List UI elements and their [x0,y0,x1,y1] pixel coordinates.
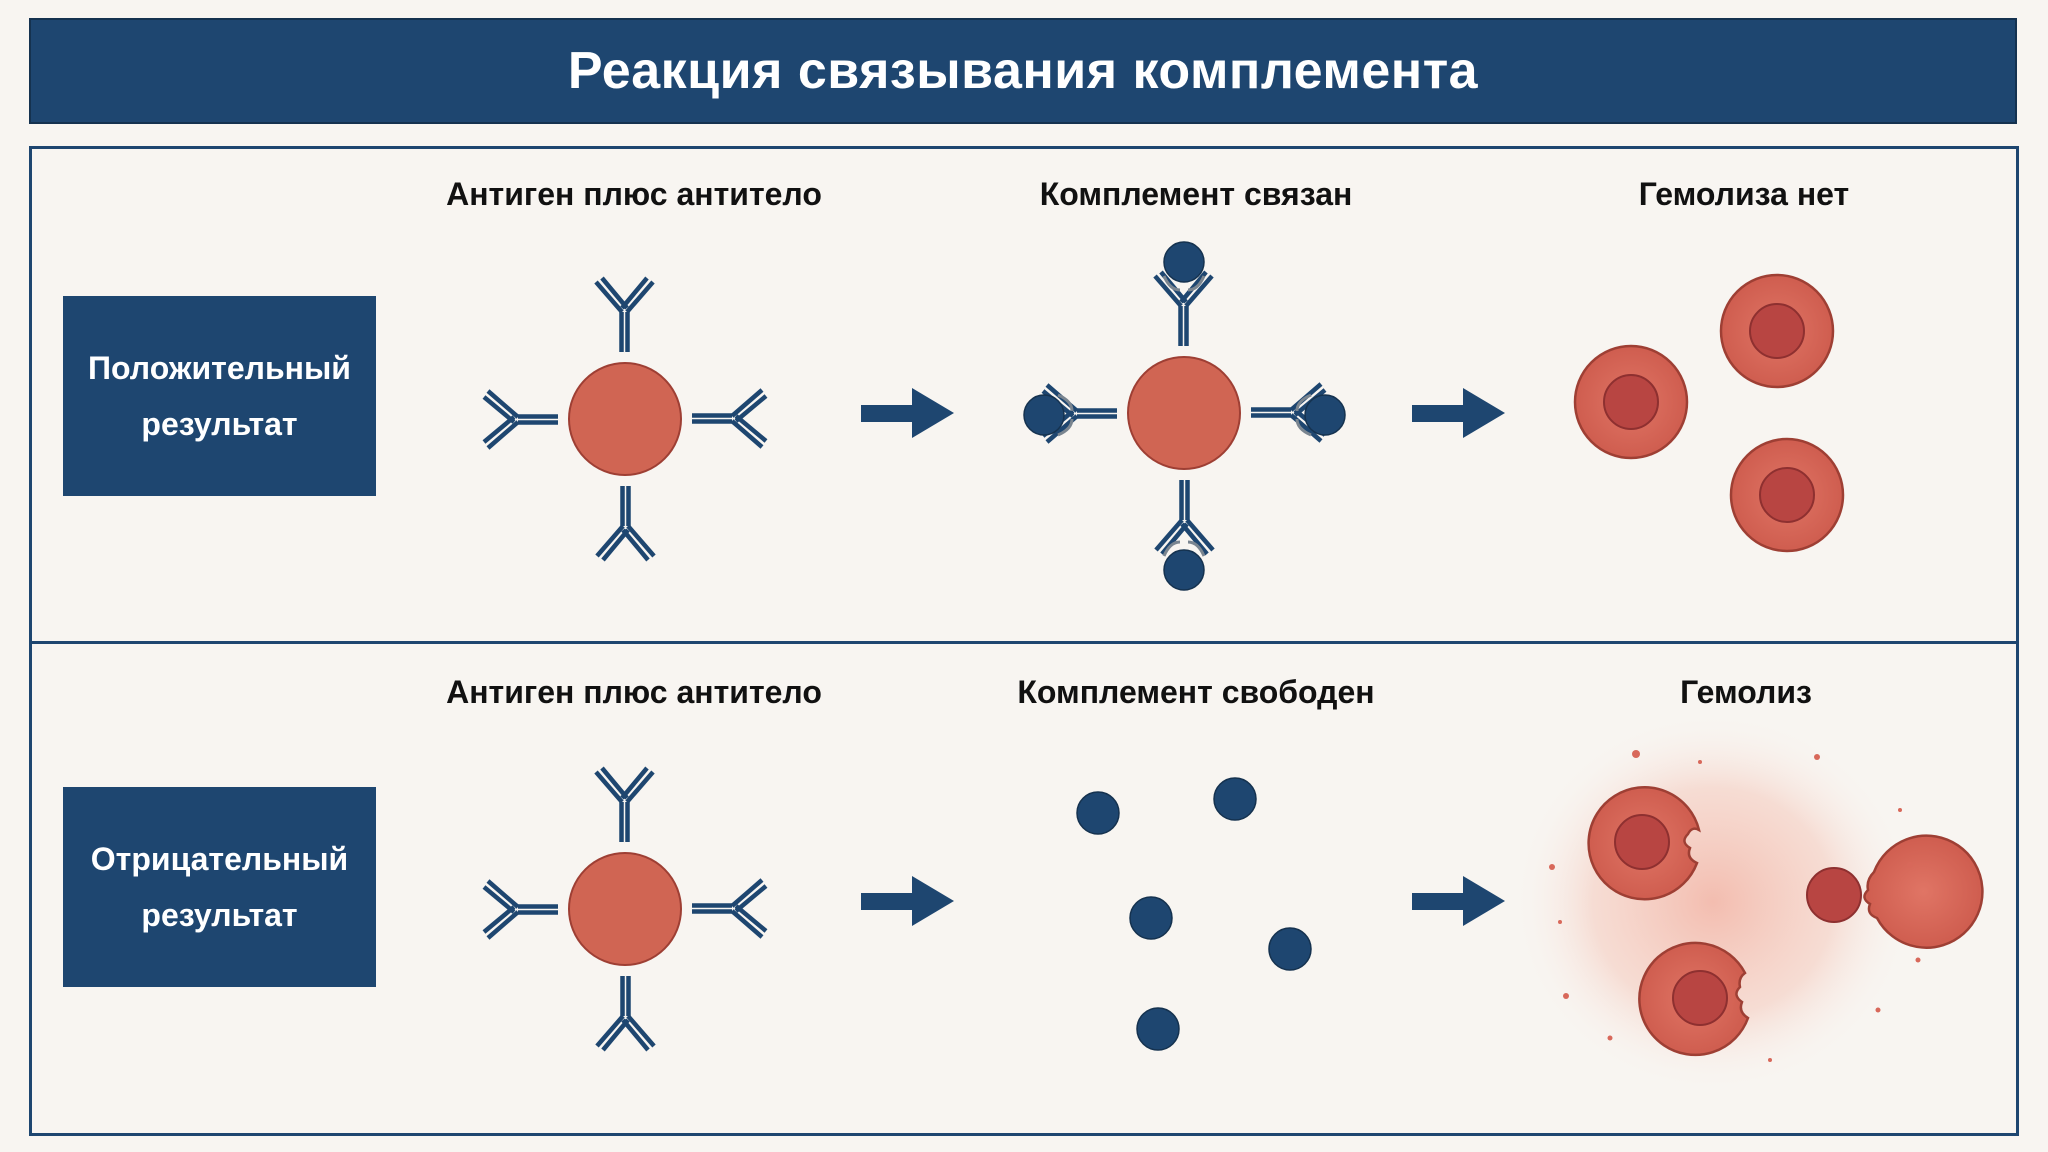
antibody-bottom [597,976,654,1050]
complement-sphere [1129,896,1173,940]
complement-sphere [1136,1007,1180,1051]
antibody-right [692,880,766,937]
negative-step2-title: Комплемент свободен [1017,674,1375,710]
complement-sphere [1268,927,1312,971]
antigen-circle [1127,356,1241,470]
negative-arrow-2 [1412,876,1505,926]
row-divider [29,641,2019,644]
antibody-top [596,768,653,842]
positive-step2-title: Комплемент связан [1039,176,1353,212]
complement-top [1162,241,1206,292]
antibody-top [1155,272,1212,346]
antigen-circle [568,362,682,476]
ruptured-red-cell [1587,786,1701,901]
positive-step3-title: Гемолиза нет [1638,176,1850,212]
red-cell [1719,273,1835,389]
complement-right [1295,393,1346,437]
complement-sphere [1213,777,1257,821]
negative-label-line2: результат [141,897,298,933]
red-cell [1573,344,1689,460]
negative-step3-title: Гемолиз [1680,674,1812,710]
red-cell [1729,437,1845,553]
antibody-top [596,278,653,352]
title-bar: Реакция связывания комплемента [29,18,2017,124]
complement-bound-complex [1023,241,1346,591]
page-title: Реакция связывания комплемента [567,42,1479,100]
complement-left [1023,393,1074,437]
negative-label-line1: Отрицательный [90,841,349,877]
negative-arrow-1 [861,876,954,926]
positive-arrow-2 [1412,388,1505,438]
debris-particles [1549,750,1921,1062]
positive-label-line2: результат [141,406,298,442]
positive-result-label: Положительный результат [63,296,376,496]
antibody-left [484,881,558,938]
hemolysis-cells [1513,712,1984,1092]
positive-step1-title: Антиген плюс антитело [446,176,822,212]
intact-red-cells [1573,273,1845,553]
negative-antigen-complex [484,768,766,1050]
positive-arrow-1 [861,388,954,438]
complement-bottom [1162,540,1206,591]
free-complement [1076,777,1312,1051]
ruptured-red-cell [1806,834,1984,949]
antibody-right [692,390,766,447]
complement-sphere [1076,791,1120,835]
antibody-left [484,391,558,448]
positive-label-line1: Положительный [88,350,351,386]
antigen-circle [568,852,682,966]
positive-antigen-complex [484,278,766,560]
antibody-bottom [1156,480,1213,554]
ruptured-red-cell [1638,941,1750,1057]
negative-result-label: Отрицательный результат [63,787,376,987]
antibody-bottom [597,486,654,560]
negative-step1-title: Антиген плюс антитело [446,674,822,710]
